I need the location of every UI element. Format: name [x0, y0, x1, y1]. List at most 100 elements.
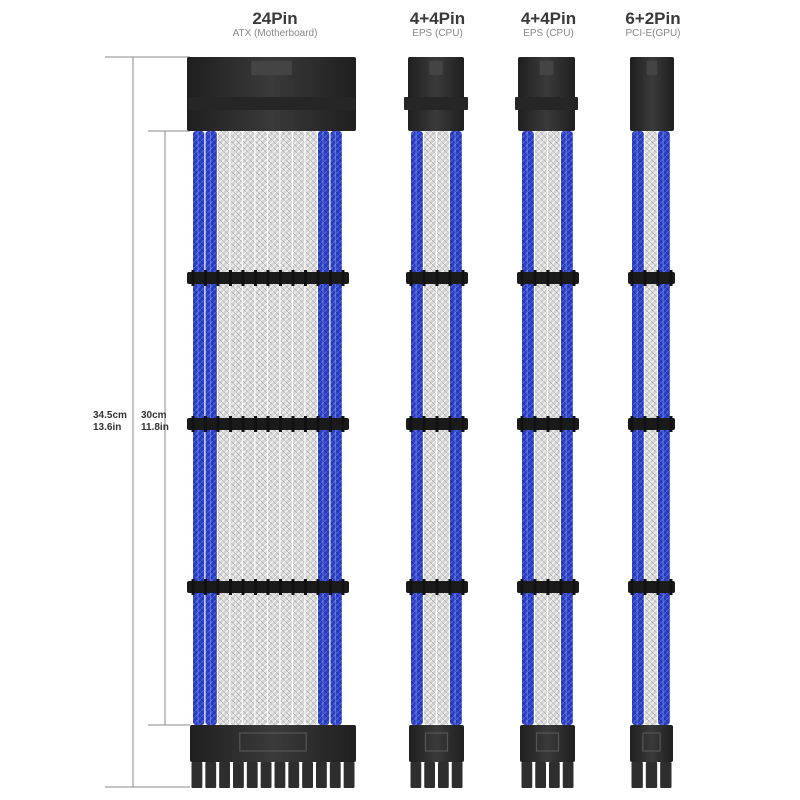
cable-title: 4+4Pin: [520, 9, 577, 28]
comb-tooth: [533, 270, 537, 286]
comb-tooth: [546, 270, 550, 286]
comb-tooth: [341, 270, 345, 286]
connector-pin: [549, 762, 560, 788]
comb-tooth: [329, 270, 332, 286]
comb-tooth: [316, 579, 320, 595]
comb-tooth: [266, 579, 270, 595]
comb-tooth: [191, 416, 195, 432]
comb-tooth: [630, 416, 634, 432]
cable-eps1: [404, 57, 468, 788]
label-eps1: 4+4Pin EPS (CPU): [390, 9, 485, 40]
connector-pin: [219, 762, 230, 788]
comb-tooth: [254, 416, 257, 432]
comb-tooth: [669, 579, 673, 595]
connector-pin: [260, 762, 272, 788]
comb-tooth: [669, 270, 673, 286]
connector-clip: [251, 61, 292, 75]
comb-tooth: [448, 270, 452, 286]
comb-tooth: [216, 270, 220, 286]
comb-tooth: [204, 579, 207, 595]
comb-tooth: [229, 270, 232, 286]
comb-tooth: [279, 270, 282, 286]
comb-tooth: [435, 579, 439, 595]
connector-latch: [515, 97, 578, 110]
connector-pin: [410, 762, 422, 788]
comb-tooth: [656, 579, 660, 595]
comb-tooth: [341, 579, 345, 595]
comb-tooth: [520, 416, 524, 432]
cable-title: 4+4Pin: [409, 9, 466, 28]
comb-tooth: [448, 579, 452, 595]
comb-tooth: [461, 416, 465, 432]
comb-tooth: [329, 579, 332, 595]
connector-pin: [645, 762, 658, 788]
comb-tooth: [291, 579, 295, 595]
label-eps2: 4+4Pin EPS (CPU): [501, 9, 596, 40]
cable-comb: [628, 272, 675, 284]
connector-pin: [191, 762, 203, 788]
comb-tooth: [520, 579, 524, 595]
cable-subtitle: EPS (CPU): [412, 28, 463, 39]
connector-pin: [660, 762, 672, 788]
top-connector: [408, 57, 464, 131]
cable-subtitle: EPS (CPU): [523, 28, 574, 39]
comb-tooth: [461, 270, 465, 286]
bottom-connector: [190, 725, 356, 762]
total-length-dimension-line: [105, 56, 190, 788]
connector-pin: [302, 762, 313, 788]
comb-tooth: [533, 579, 537, 595]
comb-tooth: [643, 416, 647, 432]
comb-tooth: [191, 579, 195, 595]
connector-clip: [646, 61, 658, 75]
sleeve-length-cm: 30cm: [141, 410, 167, 421]
comb-tooth: [546, 416, 550, 432]
comb-tooth: [316, 416, 320, 432]
comb-tooth: [304, 270, 307, 286]
bottom-connector: [409, 725, 464, 762]
comb-tooth: [291, 270, 295, 286]
cable-eps2: [515, 57, 579, 788]
connector-latch: [188, 97, 355, 110]
bottom-connector: [630, 725, 673, 762]
comb-tooth: [191, 270, 195, 286]
cable-title: 6+2Pin: [625, 9, 681, 28]
comb-tooth: [409, 416, 413, 432]
cables-layer: [187, 57, 675, 788]
comb-tooth: [656, 416, 660, 432]
comb-tooth: [409, 270, 413, 286]
connector-pin: [233, 762, 244, 788]
comb-tooth: [656, 270, 660, 286]
connector-pin: [424, 762, 435, 788]
comb-tooth: [316, 270, 320, 286]
bottom-connector: [520, 725, 575, 762]
comb-tooth: [279, 416, 282, 432]
comb-tooth: [572, 416, 576, 432]
comb-tooth: [241, 416, 245, 432]
comb-tooth: [630, 270, 634, 286]
cable-24pin: [187, 57, 356, 788]
comb-tooth: [204, 416, 207, 432]
connector-pin: [562, 762, 574, 788]
connector-pin: [329, 762, 341, 788]
connector-pin: [288, 762, 300, 788]
comb-tooth: [304, 416, 307, 432]
comb-tooth: [422, 416, 426, 432]
top-connector: [518, 57, 575, 131]
comb-tooth: [216, 416, 220, 432]
connector-pin: [343, 762, 355, 788]
comb-tooth: [266, 416, 270, 432]
connector-pin: [451, 762, 463, 788]
comb-tooth: [533, 416, 537, 432]
comb-tooth: [435, 270, 439, 286]
comb-tooth: [304, 579, 307, 595]
comb-tooth: [341, 416, 345, 432]
label-24pin: 24Pin ATX (Motherboard): [200, 9, 350, 40]
comb-tooth: [422, 270, 426, 286]
comb-tooth: [572, 270, 576, 286]
sleeve-length-in: 11.8in: [141, 422, 169, 433]
connector-pin: [521, 762, 533, 788]
connector-pin: [316, 762, 327, 788]
connector-pin: [274, 762, 286, 788]
connector-latch: [404, 97, 468, 110]
cable-subtitle: ATX (Motherboard): [232, 28, 318, 39]
